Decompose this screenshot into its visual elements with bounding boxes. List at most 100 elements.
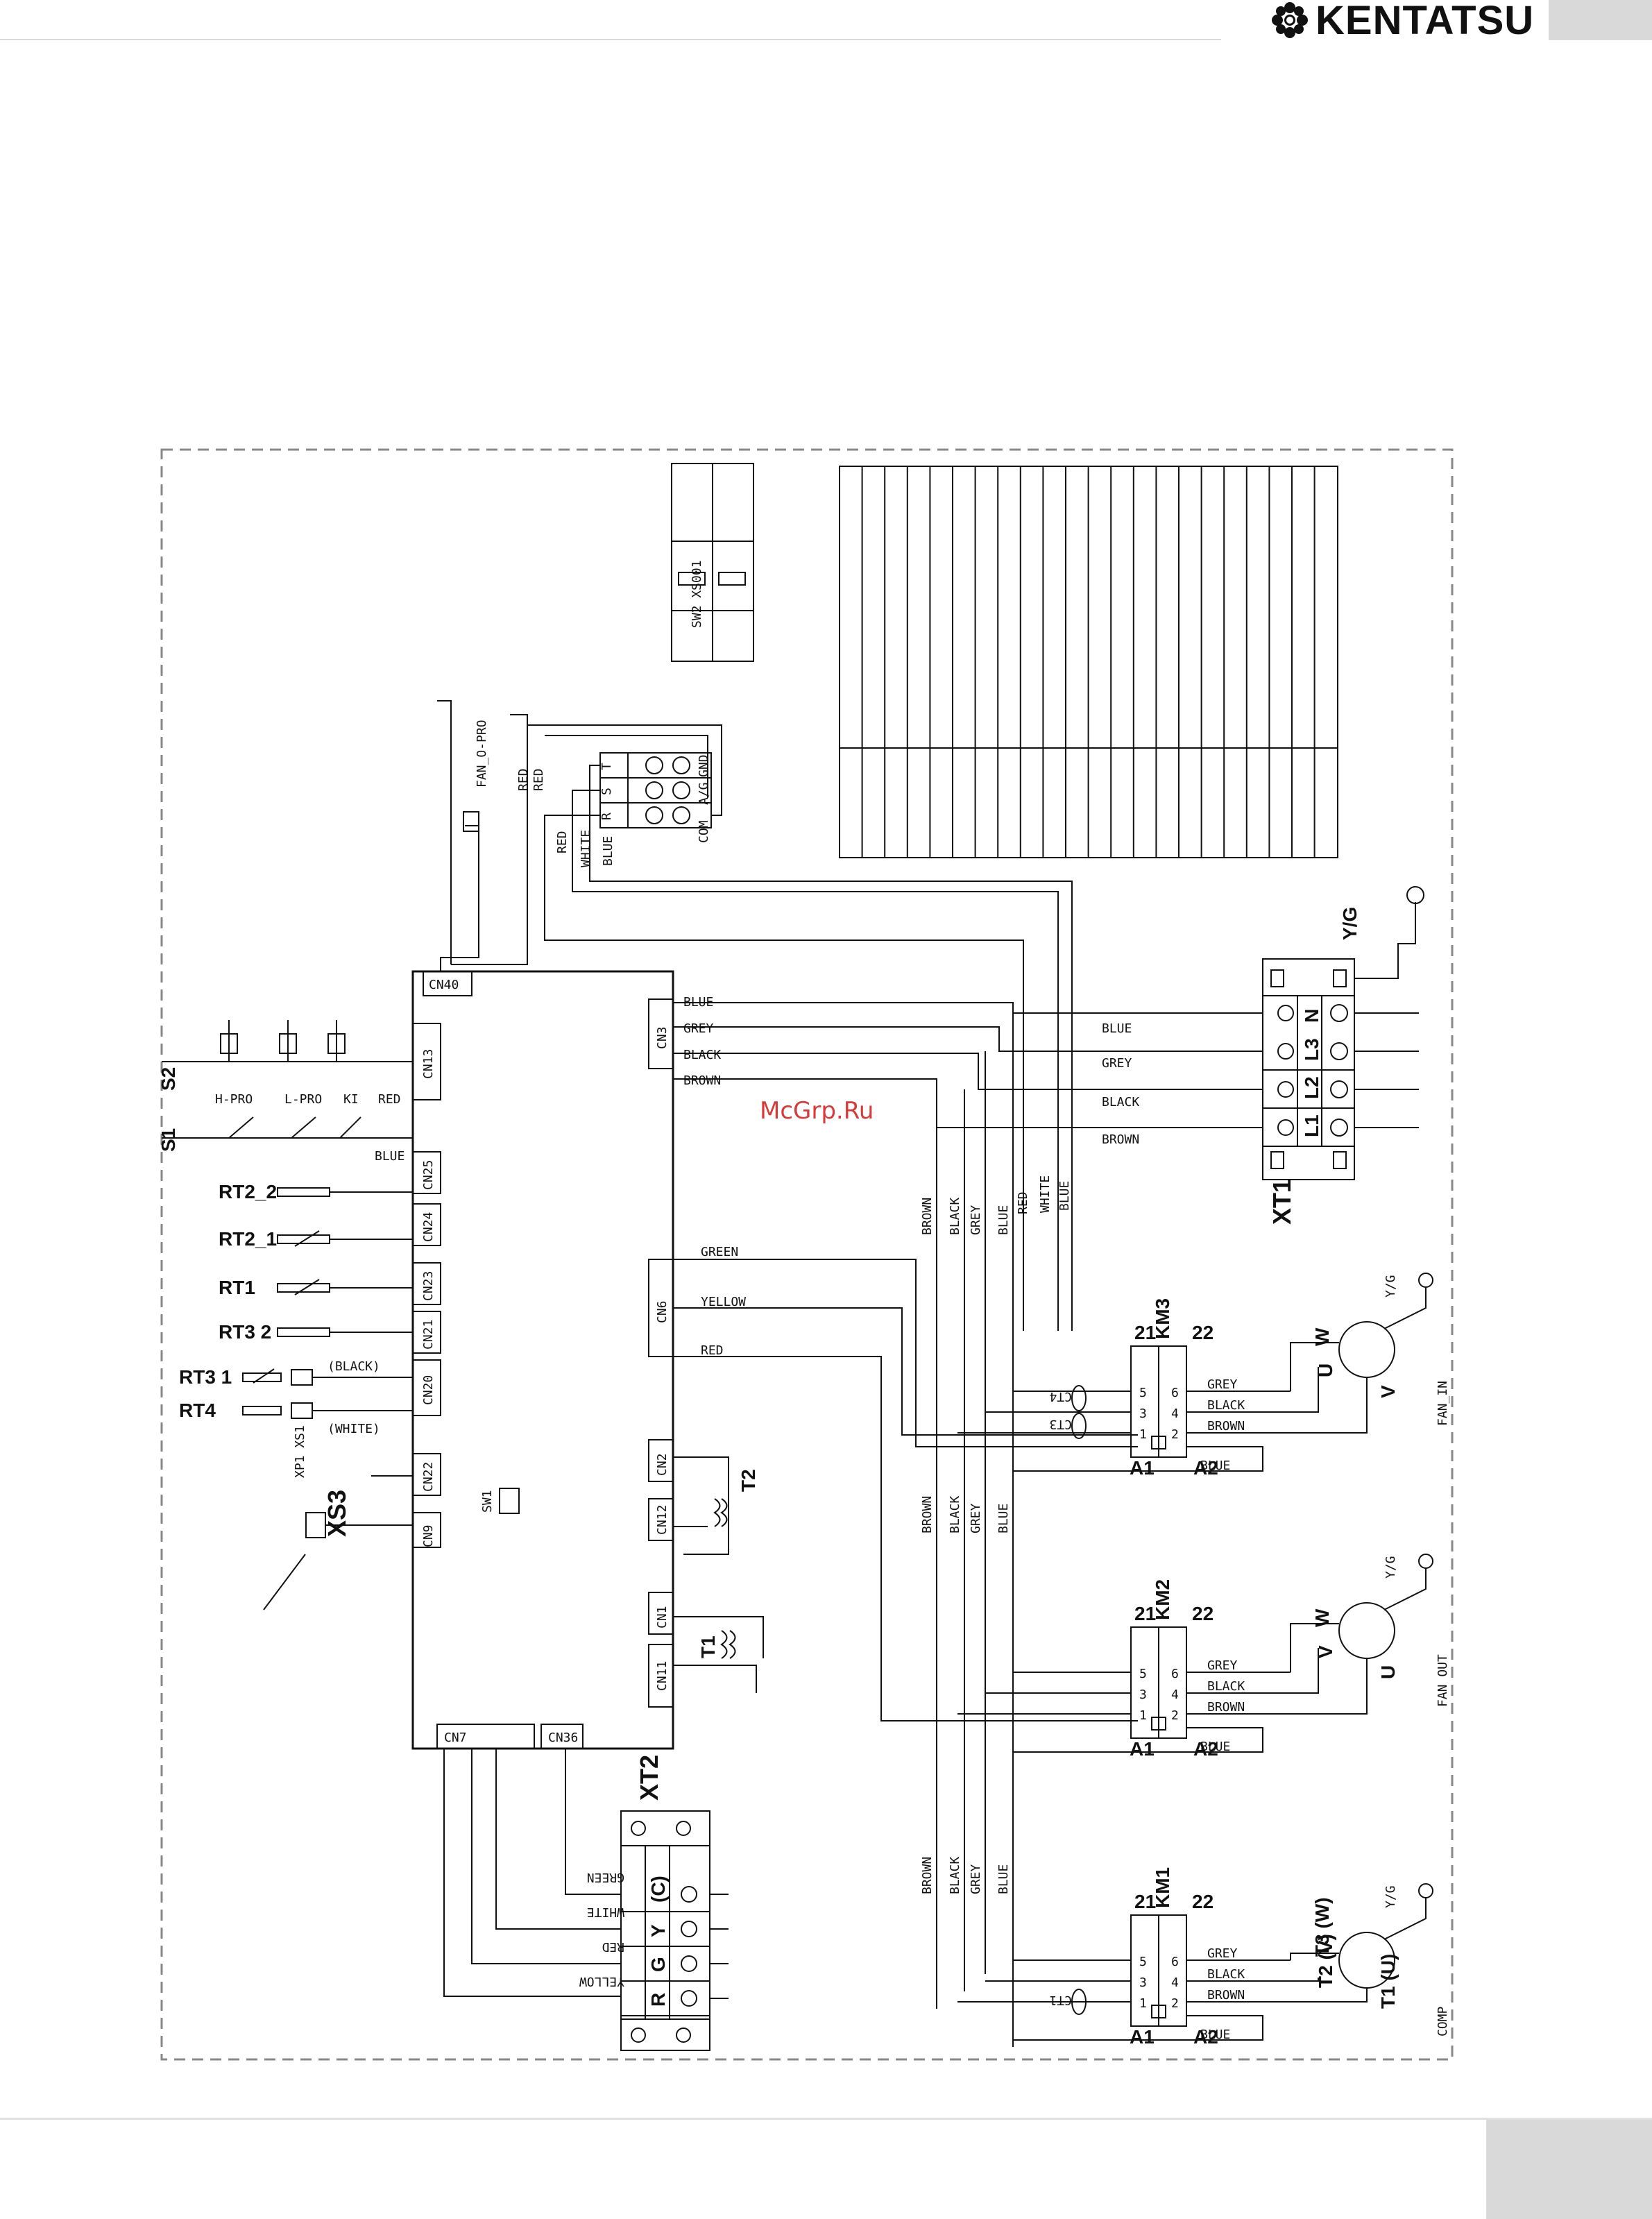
- contactor-label: KM1: [1152, 1867, 1173, 1908]
- xt1-label: XT1: [1268, 1179, 1296, 1225]
- sensor-label: RT4: [179, 1400, 216, 1421]
- footer-page-box: [1486, 2120, 1652, 2219]
- terminal-wire-blue: BLUE: [601, 836, 615, 866]
- connector-cn24: CN24: [412, 1203, 441, 1246]
- xt1-terminal-n: N: [1301, 1009, 1322, 1023]
- rt4-note: (WHITE): [327, 1422, 380, 1436]
- cn13-wire-blue: BLUE: [375, 1149, 405, 1164]
- coil-a1: A1: [1130, 1738, 1155, 1760]
- cn3-wire-grey: GREY: [683, 1021, 714, 1036]
- transformer-t2: T2: [673, 1456, 759, 1555]
- connector-label: CN2: [655, 1453, 670, 1476]
- sensor-label: RT2_1: [219, 1228, 277, 1250]
- sensor-rt2-2: RT2_2: [219, 1181, 413, 1202]
- pin-2: 2: [1171, 1996, 1179, 2011]
- terminal-wire-red: RED: [555, 831, 570, 853]
- pin-6: 6: [1171, 1667, 1179, 1681]
- terminal-s: S: [599, 788, 614, 795]
- pin-1: 1: [1139, 1427, 1147, 1442]
- cn6-wire-red: RED: [701, 1343, 724, 1358]
- contactor-wire-grey: GREY: [1207, 1658, 1238, 1673]
- connector-label: CN20: [421, 1375, 436, 1405]
- ground-icon: [1406, 886, 1424, 904]
- cn3-wire-black: BLACK: [683, 1048, 721, 1062]
- xt1-wire-brown: BROWN: [1102, 1132, 1139, 1147]
- screw-icon: [681, 1955, 697, 1972]
- connector-label: CN9: [421, 1524, 436, 1547]
- connector-cn23: CN23: [412, 1262, 441, 1305]
- pin-4: 4: [1171, 1406, 1179, 1421]
- bus-wire-black: BLACK: [948, 1857, 962, 1894]
- terminal-ag: A/G: [697, 782, 711, 805]
- bus-wire-grey: GREY: [969, 1503, 983, 1533]
- t1-label: T1: [697, 1635, 719, 1658]
- contactor-wire-black: BLACK: [1207, 1398, 1245, 1413]
- bus-wire-brown: BROWN: [920, 1496, 935, 1533]
- xt2-terminal-c: (C): [647, 1876, 669, 1903]
- transformer-t1: T1: [673, 1616, 764, 1693]
- coil-a1: A1: [1130, 2026, 1155, 2048]
- bus-wire-grey: GREY: [969, 1864, 983, 1894]
- bus-wire-brown: BROWN: [920, 1857, 935, 1894]
- xt1-terminal-l1: L1: [1301, 1114, 1322, 1137]
- connector-cn1: CN1: [648, 1592, 674, 1635]
- main-board: [411, 970, 674, 1750]
- contactor-wire-brown: BROWN: [1207, 1700, 1245, 1715]
- connector-label: CN3: [655, 1026, 670, 1049]
- xt2-wire-yellow: YELLOW: [579, 1974, 624, 1989]
- connector-cn9: CN9: [412, 1512, 441, 1548]
- header-rule: [0, 39, 1221, 40]
- sensor-label: RT1: [219, 1277, 255, 1298]
- pin-1: 1: [1139, 1708, 1147, 1723]
- motor-pin: U: [1377, 1665, 1399, 1679]
- sensor-rt3-1: RT3 1: [179, 1366, 413, 1388]
- bus-wire-blue: BLUE: [996, 1504, 1011, 1533]
- connector-label: CN11: [655, 1661, 670, 1691]
- screw-icon: [681, 1886, 697, 1903]
- coil-a2: A2: [1193, 1457, 1218, 1479]
- cn13-wire-red: RED: [378, 1092, 401, 1107]
- pin-6: 6: [1171, 1386, 1179, 1400]
- xt1-wire-black: BLACK: [1102, 1095, 1139, 1110]
- pin-3: 3: [1139, 1975, 1147, 1990]
- xt2-terminal-g: G: [647, 1957, 669, 1972]
- motor-ground: Y/G: [1383, 1885, 1398, 1908]
- fan-pro-label: FAN_O-PRO: [475, 720, 489, 788]
- watermark: McGrp.Ru: [760, 1097, 874, 1125]
- pin-1: 1: [1139, 1996, 1147, 2011]
- diagram-border: [160, 448, 1454, 2061]
- cn3-wire-brown: BROWN: [683, 1073, 721, 1088]
- t2-label: T2: [738, 1469, 759, 1492]
- motor-pin: U: [1315, 1363, 1336, 1377]
- pin-22: 22: [1192, 1891, 1214, 1912]
- xt2-wire-red: RED: [602, 1939, 624, 1954]
- pin-21: 21: [1134, 1603, 1156, 1624]
- bus-blue: BLUE: [1057, 1181, 1072, 1211]
- current-sensor-icon: [1071, 1385, 1087, 1411]
- screw-icon: [1330, 1119, 1348, 1137]
- motor-pin: W: [1311, 1608, 1333, 1627]
- xt1-wire-blue: BLUE: [1102, 1021, 1132, 1036]
- pin-21: 21: [1134, 1891, 1156, 1912]
- connector-cn22: CN22: [412, 1453, 441, 1496]
- legend-grid: [839, 466, 1338, 858]
- xt2-label: XT2: [635, 1755, 663, 1801]
- terminal-wire-white: WHITE: [579, 830, 593, 867]
- cn6-wire-yellow: YELLOW: [701, 1295, 746, 1309]
- sensor-label: RT3 2: [219, 1321, 271, 1343]
- xt2-terminal-y: Y: [647, 1924, 669, 1937]
- pin-4: 4: [1171, 1975, 1179, 1990]
- footer-rule: [0, 2118, 1652, 2120]
- xt2-terminal-r: R: [647, 1993, 669, 2007]
- connector-label: CN21: [421, 1320, 436, 1350]
- xt1-terminal-l3: L3: [1301, 1038, 1322, 1061]
- xt2-wire-green: GREEN: [587, 1870, 624, 1885]
- ground-icon: [1418, 1554, 1433, 1569]
